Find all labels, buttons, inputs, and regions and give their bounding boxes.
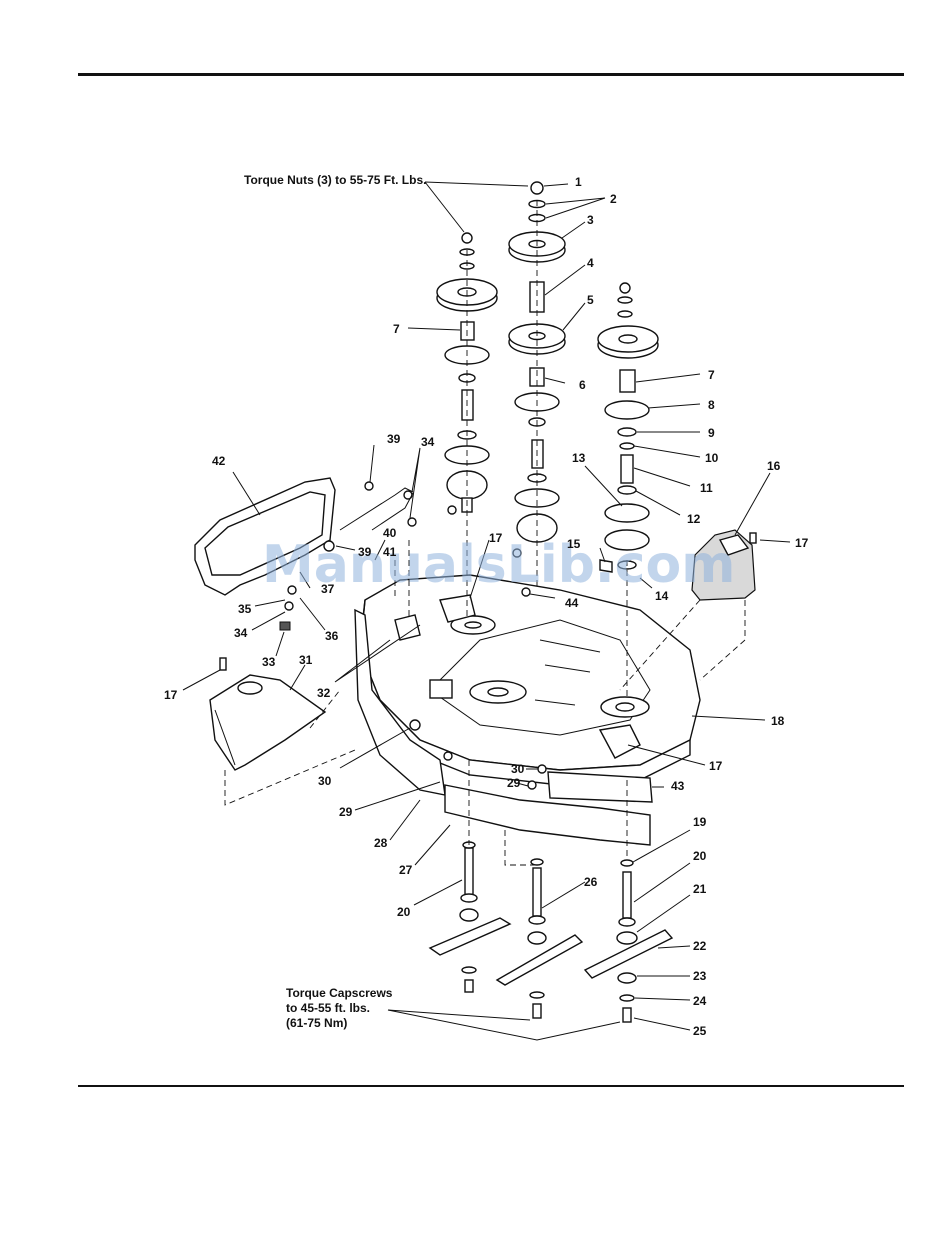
callout-2: 2 <box>610 192 617 206</box>
callout-8: 8 <box>708 398 715 412</box>
callout-39-top: 39 <box>387 432 401 446</box>
spindle-cover-left <box>210 675 325 770</box>
callout-40: 40 <box>383 526 397 540</box>
torque-capscrews-note-line3: (61-75 Nm) <box>286 1016 347 1030</box>
callout-18: 18 <box>771 714 785 728</box>
callout-29-center: 29 <box>507 776 521 790</box>
callout-30-left: 30 <box>318 774 332 788</box>
callout-16: 16 <box>767 459 781 473</box>
callout-25: 25 <box>693 1024 707 1038</box>
callout-21: 21 <box>693 882 707 896</box>
callout-27: 27 <box>399 863 413 877</box>
callout-19: 19 <box>693 815 707 829</box>
callout-13: 13 <box>572 451 586 465</box>
callout-23: 23 <box>693 969 707 983</box>
callout-24: 24 <box>693 994 707 1008</box>
torque-nuts-note: Torque Nuts (3) to 55-75 Ft. Lbs. <box>244 173 426 187</box>
blade-assemblies <box>430 842 672 1022</box>
right-spindle-stack <box>598 283 658 572</box>
callout-41: 41 <box>383 545 397 559</box>
callout-1: 1 <box>575 175 582 189</box>
callout-36: 36 <box>325 629 339 643</box>
callout-32: 32 <box>317 686 331 700</box>
callout-29-left: 29 <box>339 805 353 819</box>
callout-3: 3 <box>587 213 594 227</box>
callout-39-bottom: 39 <box>358 545 372 559</box>
callout-12: 12 <box>687 512 701 526</box>
torque-capscrews-note-line2: to 45-55 ft. lbs. <box>286 1001 370 1015</box>
callout-20-right: 20 <box>693 849 707 863</box>
callout-30-center: 30 <box>511 762 525 776</box>
callout-22: 22 <box>693 939 707 953</box>
callout-6: 6 <box>579 378 586 392</box>
callout-17-center: 17 <box>489 531 503 545</box>
callout-9: 9 <box>708 426 715 440</box>
callout-17-lower: 17 <box>709 759 723 773</box>
callout-28: 28 <box>374 836 388 850</box>
callout-43: 43 <box>671 779 685 793</box>
callout-14: 14 <box>655 589 669 603</box>
callout-34-top: 34 <box>421 435 435 449</box>
torque-capscrews-note-line1: Torque Capscrews <box>286 986 393 1000</box>
callout-26: 26 <box>584 875 598 889</box>
callout-11: 11 <box>700 481 713 495</box>
callout-7-right: 7 <box>708 368 715 382</box>
callout-34-bottom: 34 <box>234 626 248 640</box>
callout-10: 10 <box>705 451 719 465</box>
callout-42: 42 <box>212 454 226 468</box>
callout-44: 44 <box>565 596 579 610</box>
callout-31: 31 <box>299 653 313 667</box>
callout-15: 15 <box>567 537 581 551</box>
callout-7-left: 7 <box>393 322 400 336</box>
callout-20-left: 20 <box>397 905 411 919</box>
callout-5: 5 <box>587 293 594 307</box>
callout-17-left: 17 <box>164 688 178 702</box>
callout-4: 4 <box>587 256 594 270</box>
callout-17-right: 17 <box>795 536 809 550</box>
callout-35: 35 <box>238 602 252 616</box>
callout-33: 33 <box>262 655 276 669</box>
callout-37: 37 <box>321 582 335 596</box>
guard-rod <box>340 488 413 530</box>
